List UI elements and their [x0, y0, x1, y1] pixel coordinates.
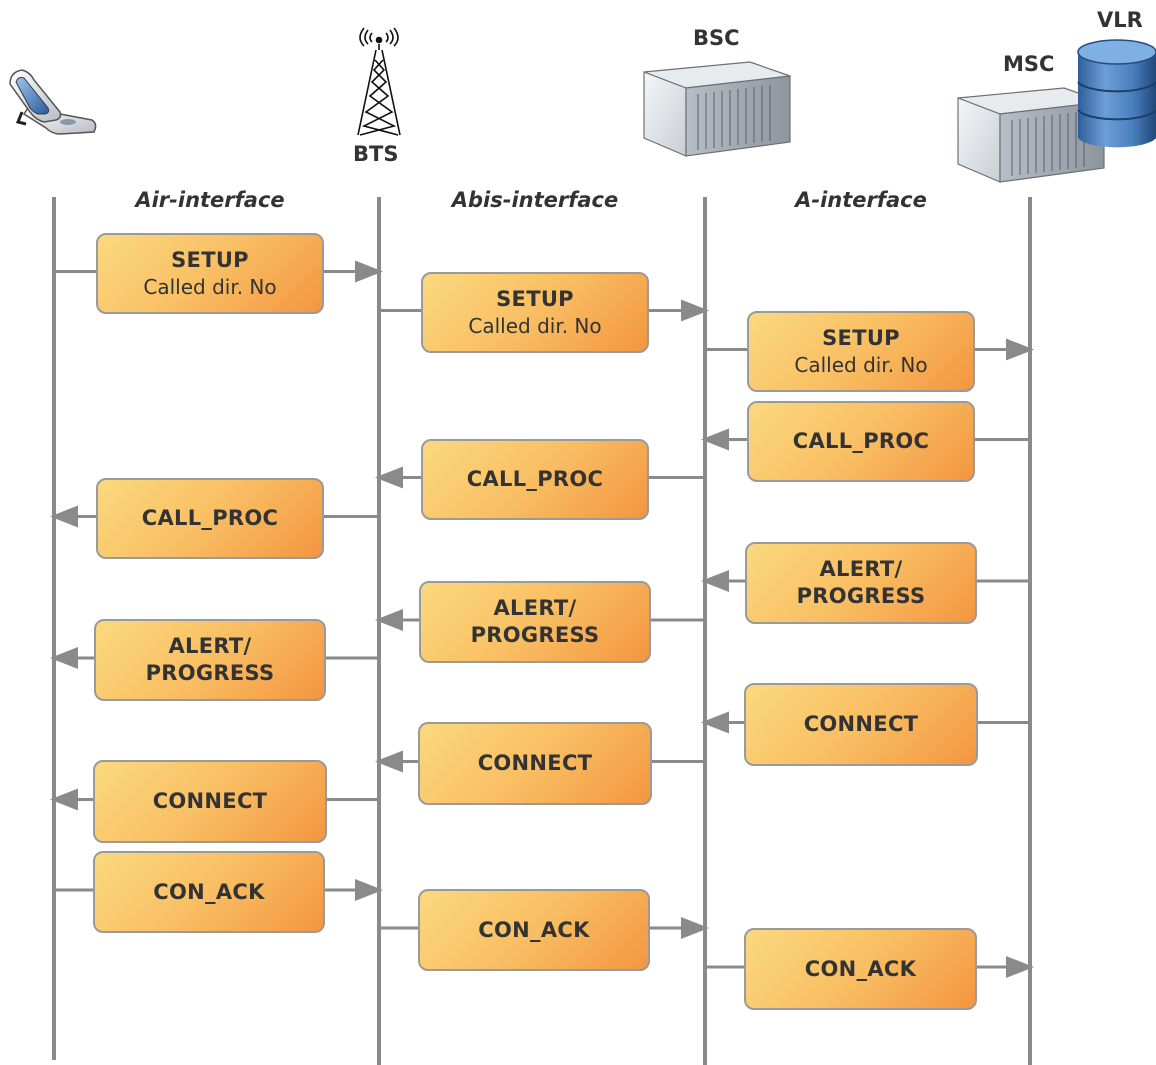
- arrowhead: [50, 647, 78, 669]
- vlr-label: VLR: [1097, 8, 1143, 32]
- message-title: ALERT/ PROGRESS: [796, 557, 926, 608]
- arrow-m10: [701, 711, 1030, 734]
- arrowhead: [1006, 338, 1034, 361]
- arrow-m2: [379, 299, 709, 322]
- message-box-m11: CONNECT: [418, 722, 652, 805]
- arrowhead: [681, 299, 709, 322]
- message-title: CONNECT: [803, 712, 919, 736]
- arrowhead: [701, 570, 729, 592]
- arrowhead: [50, 505, 78, 528]
- bsc-label: BSC: [693, 26, 740, 50]
- message-subtitle: Called dir. No: [143, 274, 277, 299]
- a-interface-label: A-interface: [795, 188, 927, 212]
- arrowhead: [701, 711, 729, 734]
- message-title: SETUP: [171, 247, 249, 272]
- abis-interface-label: Abis-interface: [451, 188, 619, 212]
- message-title: CALL_PROC: [792, 429, 930, 453]
- arrowhead: [375, 466, 403, 489]
- message-subtitle: Called dir. No: [794, 352, 928, 377]
- message-title: CON_ACK: [478, 917, 590, 942]
- arrow-m14: [379, 917, 709, 939]
- message-title: CONNECT: [152, 789, 268, 813]
- message-title: CON_ACK: [804, 956, 917, 981]
- arrowhead: [355, 879, 383, 901]
- arrow-m4: [701, 428, 1030, 451]
- message-box-m6: CALL_PROC: [96, 478, 324, 559]
- message-title: SETUP: [496, 286, 574, 311]
- arrow-m7: [701, 570, 1030, 592]
- message-box-m13: CON_ACK: [93, 851, 325, 933]
- message-title: CALL_PROC: [466, 467, 604, 491]
- air-interface-label: Air-interface: [135, 188, 285, 212]
- message-title: CALL_PROC: [141, 506, 279, 530]
- bts-tower-icon: [357, 27, 401, 136]
- arrowhead: [355, 260, 383, 283]
- arrowhead: [701, 428, 729, 451]
- arrow-m8: [375, 609, 705, 631]
- arrow-m12: [50, 788, 379, 811]
- message-box-m5: CALL_PROC: [421, 439, 649, 520]
- message-box-m10: CONNECT: [744, 683, 978, 766]
- message-title: CON_ACK: [153, 879, 265, 904]
- message-box-m8: ALERT/ PROGRESS: [419, 581, 651, 663]
- message-box-m12: CONNECT: [93, 760, 327, 843]
- message-title: CONNECT: [477, 751, 593, 775]
- message-subtitle: Called dir. No: [468, 313, 602, 338]
- arrowhead: [50, 788, 78, 811]
- vlr-database-icon: [1077, 39, 1156, 148]
- arrowhead: [375, 609, 403, 631]
- lifelines: [52, 197, 1032, 1065]
- message-title: SETUP: [822, 325, 900, 350]
- message-box-m15: CON_ACK: [744, 928, 977, 1010]
- arrow-m3: [705, 338, 1034, 361]
- arrowhead: [375, 750, 403, 773]
- arrow-m6: [50, 505, 379, 528]
- message-box-m14: CON_ACK: [418, 889, 650, 971]
- message-box-m7: ALERT/ PROGRESS: [745, 542, 977, 624]
- arrow-m15: [705, 956, 1034, 978]
- arrow-m5: [375, 466, 705, 489]
- arrowhead: [681, 917, 709, 939]
- arrow-m9: [50, 647, 379, 669]
- mobile-phone-icon: [9, 69, 97, 135]
- arrow-m11: [375, 750, 705, 773]
- bsc-rack-icon: [643, 61, 791, 157]
- msc-label: MSC: [1003, 52, 1055, 76]
- message-title: ALERT/ PROGRESS: [145, 634, 275, 685]
- bts-label: BTS: [353, 142, 399, 166]
- arrow-m13: [54, 879, 383, 901]
- message-title: ALERT/ PROGRESS: [470, 596, 600, 647]
- message-box-m9: ALERT/ PROGRESS: [94, 619, 326, 701]
- message-box-m4: CALL_PROC: [747, 401, 975, 482]
- message-arrows: [50, 260, 1034, 978]
- arrow-m1: [54, 260, 383, 283]
- arrowhead: [1006, 956, 1034, 978]
